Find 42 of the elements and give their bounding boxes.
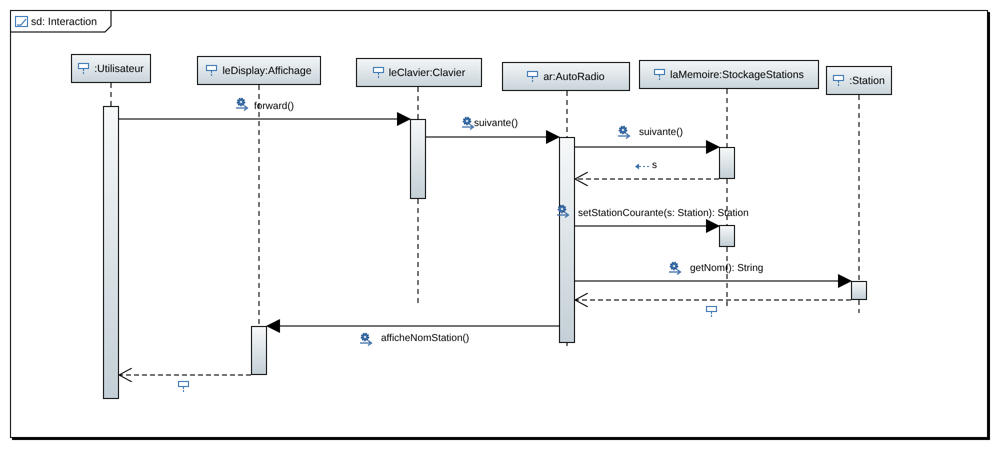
message-arrow [574, 140, 720, 154]
message-arrow [574, 219, 720, 233]
lifeline-name: :Utilisateur [94, 62, 144, 74]
activation-bar [251, 326, 267, 375]
activation-bar [410, 119, 426, 199]
lifeline [726, 88, 728, 148]
activation-bar [559, 137, 575, 343]
lifeline-header [197, 56, 321, 85]
lifeline-header [502, 62, 630, 91]
lifeline-name: leClavier:Clavier [388, 66, 466, 78]
lifeline-header [356, 58, 482, 87]
activation-bar [719, 147, 735, 179]
message-label: afficheNomStation() [381, 333, 470, 344]
lifeline [110, 82, 112, 106]
lifeline [726, 178, 728, 226]
message-label: s [652, 160, 657, 171]
lifeline-header [639, 60, 819, 89]
return-message-arrow [574, 292, 852, 308]
message-arrow [574, 274, 852, 288]
message-arrow [118, 112, 411, 126]
lifeline [566, 90, 568, 138]
message-label: setStationCourante(s: Station): Station [578, 208, 749, 219]
activation-bar [103, 106, 119, 399]
activation-bar [851, 281, 867, 300]
lifeline-header [71, 54, 151, 83]
frame-title: sd: Interaction [31, 16, 97, 28]
message-label: suivante() [639, 127, 683, 138]
lifeline-name: laMemoire:StockageStations [670, 68, 804, 80]
lifeline-name: :Station [849, 74, 885, 86]
return-message-arrow [118, 368, 252, 382]
lifeline-name: ar:AutoRadio [543, 70, 605, 82]
message-label: forward() [254, 101, 294, 112]
message-label: suivante() [474, 118, 518, 129]
lifeline-name: leDisplay:Affichage [222, 64, 312, 76]
lifeline [858, 94, 860, 282]
message-arrow [266, 319, 560, 333]
return-message-arrow [574, 172, 720, 186]
activation-bar [719, 225, 735, 247]
message-label: getNom(): String [690, 263, 764, 274]
message-arrow [426, 130, 560, 144]
lifeline [258, 84, 260, 326]
lifeline-header [826, 66, 892, 95]
